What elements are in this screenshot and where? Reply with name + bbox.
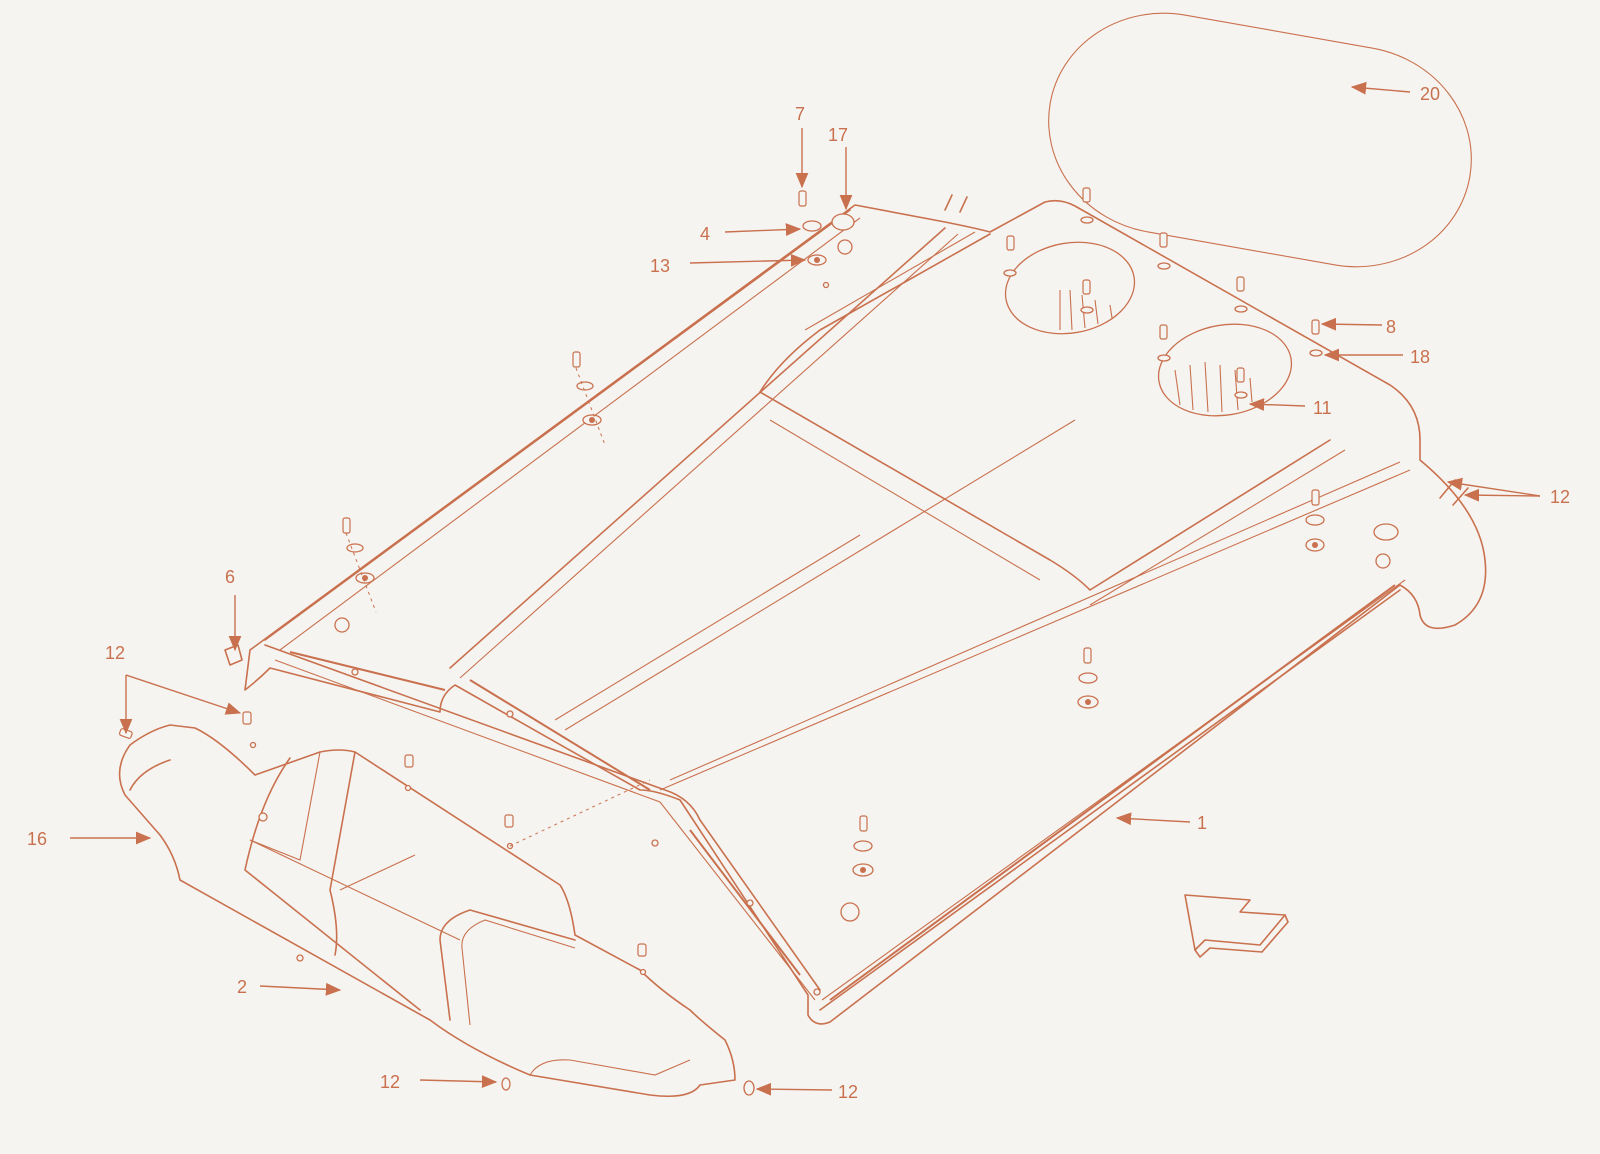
leader-lines	[70, 81, 1541, 1096]
arrow-icon	[1184, 894, 1289, 958]
part-1-hood	[244, 199, 1487, 1025]
part-6-bracket	[224, 644, 243, 666]
part-2-rear-cover	[118, 724, 736, 1098]
callout-18: 18	[1410, 347, 1430, 367]
callout-12-bottom-right: 12	[838, 1082, 858, 1102]
callout-4: 4	[700, 224, 710, 244]
callout-1: 1	[1197, 813, 1207, 833]
callout-12-right: 12	[1550, 487, 1570, 507]
callouts: 20 7 17 4 13 8 18 11 12 6 12 16 1 2 12 1…	[27, 84, 1570, 1102]
callout-13: 13	[650, 256, 670, 276]
callout-6: 6	[225, 567, 235, 587]
callout-20: 20	[1420, 84, 1440, 104]
callout-12-left: 12	[105, 643, 125, 663]
callout-11: 11	[1313, 398, 1332, 418]
cup-holder-right	[1157, 323, 1293, 417]
fasteners	[118, 187, 1469, 1096]
callout-12-bottom-left: 12	[380, 1072, 400, 1092]
callout-2: 2	[237, 977, 247, 997]
callout-16: 16	[27, 829, 47, 849]
part-20-mat	[1048, 12, 1472, 268]
callout-17: 17	[828, 125, 848, 145]
callout-8: 8	[1386, 317, 1396, 337]
cup-holder-left	[1004, 241, 1136, 335]
callout-7: 7	[795, 104, 805, 124]
